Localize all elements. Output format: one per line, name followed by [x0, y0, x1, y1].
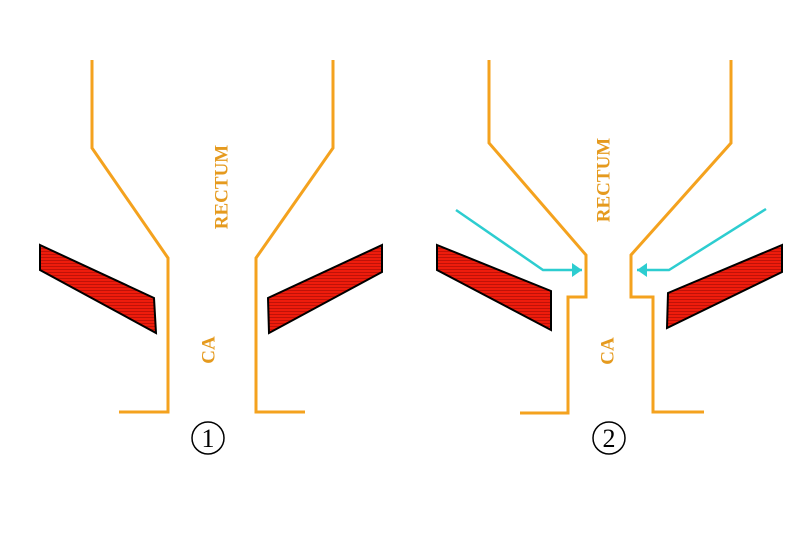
panel-2-left-wall — [489, 60, 586, 413]
panel-1-left-muscle — [40, 245, 156, 333]
panel-2-number: 2 — [603, 424, 616, 453]
panel-2-right-muscle — [667, 245, 782, 328]
panel-2-rectum-label: RECTUM — [593, 138, 614, 223]
panel-2-left-arrowhead — [572, 263, 582, 277]
panel-1-ca-label: CA — [198, 336, 219, 364]
panel-1-right-muscle — [268, 245, 382, 333]
panel-2-left-muscle — [437, 245, 551, 330]
panel-1-right-wall — [256, 60, 333, 412]
panel-2: RECTUM CA 2 — [437, 60, 782, 454]
panel-1-rectum-label: RECTUM — [211, 145, 232, 230]
panel-1-left-wall — [92, 60, 168, 412]
panel-1-number: 1 — [202, 424, 215, 453]
panel-2-right-wall — [631, 60, 731, 412]
panel-2-ca-label: CA — [597, 337, 618, 365]
panel-1: RECTUM CA 1 — [40, 60, 382, 454]
panel-2-right-arrowhead — [637, 263, 647, 277]
